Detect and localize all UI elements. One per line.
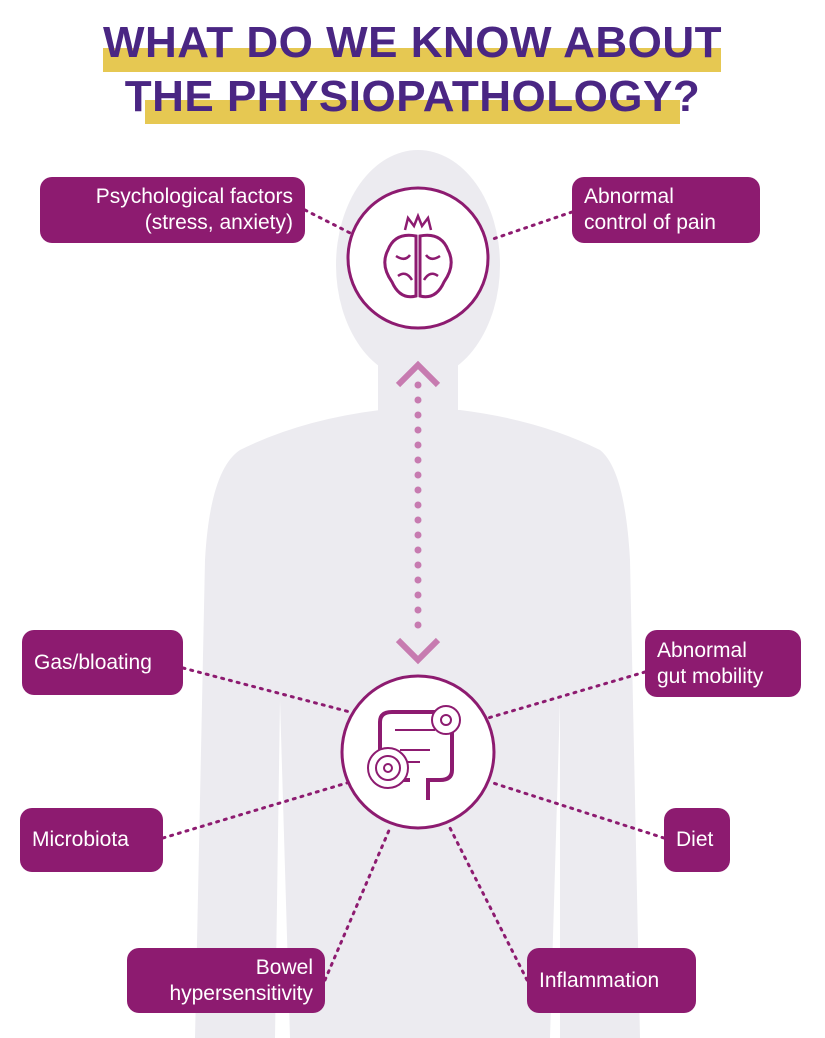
factor-label: Microbiota bbox=[32, 828, 129, 851]
factor-label: Psychological factors bbox=[95, 185, 293, 208]
factor-microbiota: Microbiota bbox=[20, 808, 163, 872]
connector-lines bbox=[161, 208, 666, 982]
factor-label: Abnormal bbox=[584, 185, 674, 208]
factor-label: gut mobility bbox=[657, 664, 764, 688]
factor-gas-bloating: Gas/bloating bbox=[22, 630, 183, 695]
factor-abnormal-pain-control: Abnormal control of pain bbox=[572, 177, 760, 243]
factor-label: hypersensitivity bbox=[169, 981, 313, 1005]
factor-sublabel: (stress, anxiety) bbox=[144, 211, 293, 234]
factor-inflammation: Inflammation bbox=[527, 948, 696, 1013]
bidirectional-arrow bbox=[395, 360, 441, 665]
title-highlight bbox=[103, 48, 721, 72]
factor-diet: Diet bbox=[664, 808, 730, 872]
title-line-1: WHAT DO WE KNOW ABOUT bbox=[102, 18, 723, 67]
intestine-icon bbox=[340, 674, 496, 830]
factor-label: Inflammation bbox=[539, 968, 660, 992]
factor-label: Abnormal bbox=[657, 638, 747, 662]
factor-bowel-hypersensitivity: Bowel hypersensitivity bbox=[127, 948, 325, 1013]
factor-abnormal-gut-mobility: Abnormal gut mobility bbox=[645, 630, 801, 697]
factor-label: Bowel bbox=[255, 955, 313, 979]
title-line-2: THE PHYSIOPATHOLOGY? bbox=[124, 72, 701, 121]
title-highlight bbox=[145, 100, 680, 124]
factor-psychological: Psychological factors (stress, anxiety) bbox=[40, 177, 305, 243]
factor-label: Gas/bloating bbox=[34, 650, 152, 674]
factor-label: Diet bbox=[676, 828, 714, 851]
factor-label: control of pain bbox=[584, 211, 716, 234]
brain-icon bbox=[346, 186, 490, 330]
